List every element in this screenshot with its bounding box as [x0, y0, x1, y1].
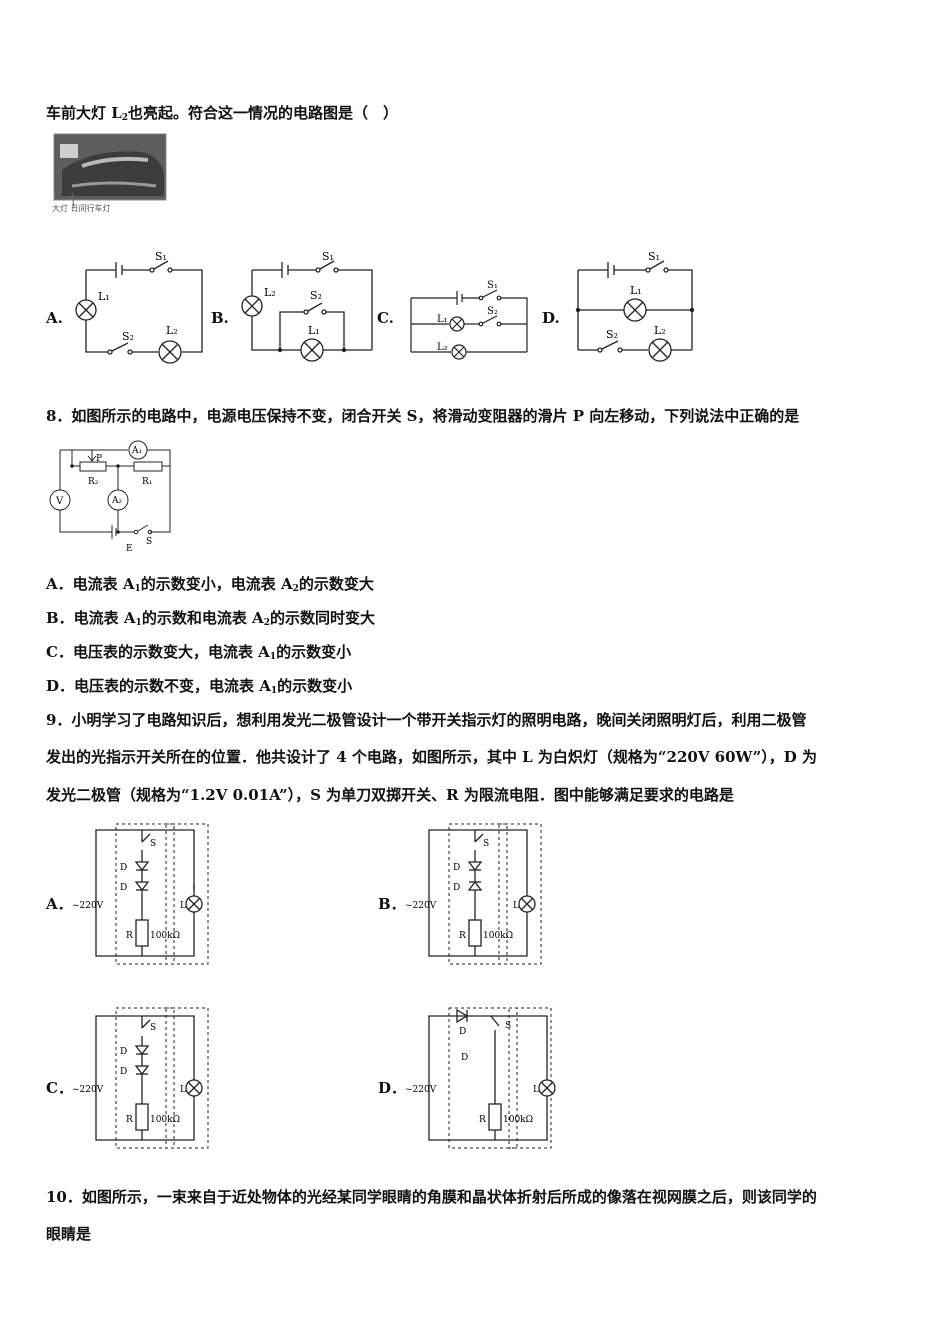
q9-option-c[interactable]: C． — [46, 1079, 73, 1097]
q9-circuit-d: S D D R 100kΩ L ~220V — [405, 1007, 556, 1149]
q9c-l: L — [180, 1085, 186, 1095]
q9c-d1: D — [120, 1047, 127, 1057]
q9d-v: ~220V — [405, 1085, 437, 1095]
q7-circuit-c: S₁ L₁ S₂ L₂ — [410, 280, 528, 360]
c-s1: S₁ — [487, 280, 498, 291]
q9-stem-line-1: 9．小明学习了电路知识后，想利用发光二极管设计一个带开关指示灯的照明电路，晚间关… — [46, 711, 807, 729]
d-l1: L₁ — [630, 284, 642, 297]
c-s2: S₂ — [487, 306, 498, 317]
q9a-d2: D — [120, 883, 127, 893]
q9c-d2: D — [120, 1067, 127, 1077]
q7-circuit-b: S₁ L₂ S₂ L₁ — [241, 250, 373, 362]
c-l1: L₁ — [437, 314, 448, 325]
d-s1: S₁ — [648, 250, 660, 263]
c-l2: L₂ — [437, 342, 448, 353]
q9a-ohm: 100kΩ — [150, 931, 180, 941]
q9-circuit-b: S D D R 100kΩ L ~220V — [405, 823, 542, 965]
a-l1: L₁ — [98, 290, 110, 303]
q9-stem-line-3: 发光二极管（规格为“1.2V 0.01A”），S 为单刀双掷开关、R 为限流电阻… — [46, 786, 734, 804]
q9b-d2: D — [453, 883, 460, 893]
q9b-v: ~220V — [405, 901, 437, 911]
d-s2: S₂ — [606, 328, 618, 341]
b-l1: L₁ — [308, 324, 320, 337]
q9-stem-line-2: 发出的光指示开关所在的位置．他共设计了 4 个电路，如图所示，其中 L 为白炽灯… — [46, 748, 818, 766]
q8-r2: R₂ — [88, 477, 99, 487]
q7-option-d[interactable]: D. — [542, 309, 560, 327]
q9d-s: S — [505, 1021, 511, 1031]
q9c-s: S — [150, 1023, 156, 1033]
q9-option-d[interactable]: D． — [378, 1079, 407, 1097]
q9a-r: R — [126, 931, 133, 941]
q10-stem-line-1: 10．如图所示，一束来自于近处物体的光经某同学眼睛的角膜和晶状体折射后所成的像落… — [46, 1188, 817, 1206]
b-l2: L₂ — [264, 286, 276, 299]
q8-circuit: A₁ A₂ V P R₂ R₁ E S — [49, 440, 171, 554]
q9a-s: S — [150, 839, 156, 849]
q7-option-c[interactable]: C. — [377, 309, 394, 327]
a-s2: S₂ — [122, 330, 134, 343]
q9c-v: ~220V — [72, 1085, 104, 1095]
q8-s: S — [146, 537, 152, 547]
photo-caption: 大灯 日间行车灯 — [52, 204, 111, 213]
q9-option-b[interactable]: B． — [378, 895, 406, 913]
q10-stem-line-2: 眼睛是 — [46, 1225, 92, 1243]
q7-circuit-a: S₁ L₁ S₂ L₂ — [75, 250, 203, 364]
q9-circuit-c: S D D R 100kΩ L ~220V — [72, 1007, 209, 1149]
q9c-r: R — [126, 1115, 133, 1125]
d-l2: L₂ — [654, 324, 666, 337]
q7-option-a[interactable]: A. — [46, 309, 63, 327]
q8-e: E — [126, 544, 133, 554]
q8-v: V — [55, 496, 64, 507]
q8-option-b[interactable]: B．电流表 A1的示数和电流表 A2的示数同时变大 — [46, 609, 375, 628]
q8-option-d[interactable]: D．电压表的示数不变，电流表 A1的示数变小 — [46, 677, 353, 696]
q9d-l: L — [533, 1085, 539, 1095]
q9b-l: L — [513, 901, 519, 911]
car-photo: 大灯 日间行车灯 — [52, 130, 170, 220]
q9b-d1: D — [453, 863, 460, 873]
a-l2: L₂ — [166, 324, 178, 337]
q9d-d1: D — [459, 1027, 466, 1037]
q9-circuit-a: S D D R 100kΩ L ~220V — [72, 823, 209, 965]
q9a-v: ~220V — [72, 901, 104, 911]
q9a-d1: D — [120, 863, 127, 873]
q9b-s: S — [483, 839, 489, 849]
q8-option-c[interactable]: C．电压表的示数变大，电流表 A1的示数变小 — [46, 643, 352, 662]
q8-p: P — [96, 454, 102, 464]
b-s2: S₂ — [310, 289, 322, 302]
car-photo-image — [53, 133, 167, 209]
q9a-l: L — [180, 901, 186, 911]
q9-option-a[interactable]: A． — [46, 895, 73, 913]
b-s1: S₁ — [322, 250, 334, 263]
q9d-ohm: 100kΩ — [503, 1115, 533, 1125]
q8-option-a[interactable]: A．电流表 A1的示数变小，电流表 A2的示数变大 — [46, 575, 374, 594]
q9d-r: R — [479, 1115, 486, 1125]
q8-a2: A₂ — [111, 496, 122, 506]
q7-option-b[interactable]: B. — [211, 309, 229, 327]
q7-circuit-d: S₁ L₁ S₂ L₂ — [575, 250, 695, 362]
q8-stem: 8．如图所示的电路中，电源电压保持不变，闭合开关 S，将滑动变阻器的滑片 P 向… — [46, 407, 800, 425]
q9b-ohm: 100kΩ — [483, 931, 513, 941]
q7-stem-tail: 车前大灯 L2也亮起。符合这一情况的电路图是（ ） — [46, 104, 399, 123]
a-s1: S₁ — [155, 250, 167, 263]
q8-r1: R₁ — [142, 477, 152, 487]
q9b-r: R — [459, 931, 466, 941]
q9c-ohm: 100kΩ — [150, 1115, 180, 1125]
q9d-d2: D — [461, 1053, 468, 1063]
q8-a1: A₁ — [131, 446, 142, 456]
